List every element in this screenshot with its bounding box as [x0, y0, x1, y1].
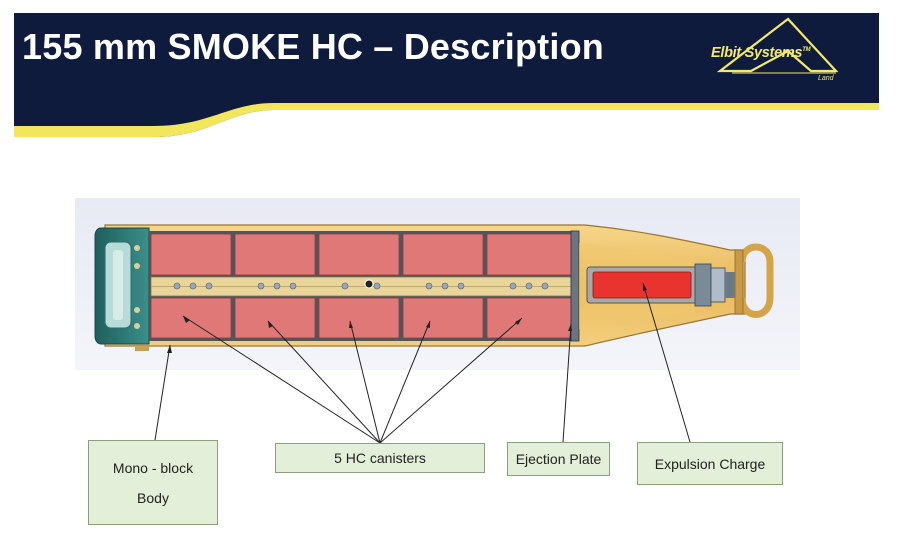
label-mono-block-body: Mono - block Body	[88, 440, 218, 525]
header-accent-stripe	[14, 103, 879, 137]
logo-name: Elbit Systems	[711, 45, 803, 61]
canister-4-bottom	[402, 297, 484, 339]
canister-4-top	[402, 233, 484, 276]
canister-2-top	[234, 233, 316, 276]
canister-5-bottom	[486, 297, 572, 339]
label-ejection-plate: Ejection Plate	[507, 442, 610, 476]
elbit-logo-triangle	[716, 17, 839, 74]
label-expulsion-charge-text: Expulsion Charge	[654, 455, 766, 472]
ejection-plate	[570, 230, 580, 342]
canister-1-bottom	[150, 297, 232, 339]
expulsion-charge	[592, 271, 692, 299]
shell-diagram	[75, 198, 800, 370]
canister-3-top	[318, 233, 400, 276]
label-ejection-plate-text: Ejection Plate	[515, 451, 602, 467]
canister-5-top	[486, 233, 572, 276]
logo-tm: TM	[802, 47, 811, 54]
label-mono-block-line2: Body	[137, 489, 169, 506]
label-hc-canisters: 5 HC canisters	[275, 443, 485, 473]
canister-2-bottom	[234, 297, 316, 339]
label-expulsion-charge: Expulsion Charge	[637, 442, 783, 485]
fuze-ring	[738, 243, 774, 318]
canister-1-top	[150, 233, 232, 276]
canister-3-bottom	[318, 297, 400, 339]
logo-subtitle: Land	[818, 75, 834, 82]
header-banner	[14, 13, 879, 137]
center-mark	[364, 279, 374, 289]
elbit-logo: Elbit SystemsTM	[711, 45, 811, 61]
page-title: 155 mm SMOKE HC – Description	[22, 26, 604, 67]
label-hc-canisters-text: 5 HC canisters	[334, 450, 426, 466]
label-mono-block-line1: Mono - block	[112, 459, 194, 476]
